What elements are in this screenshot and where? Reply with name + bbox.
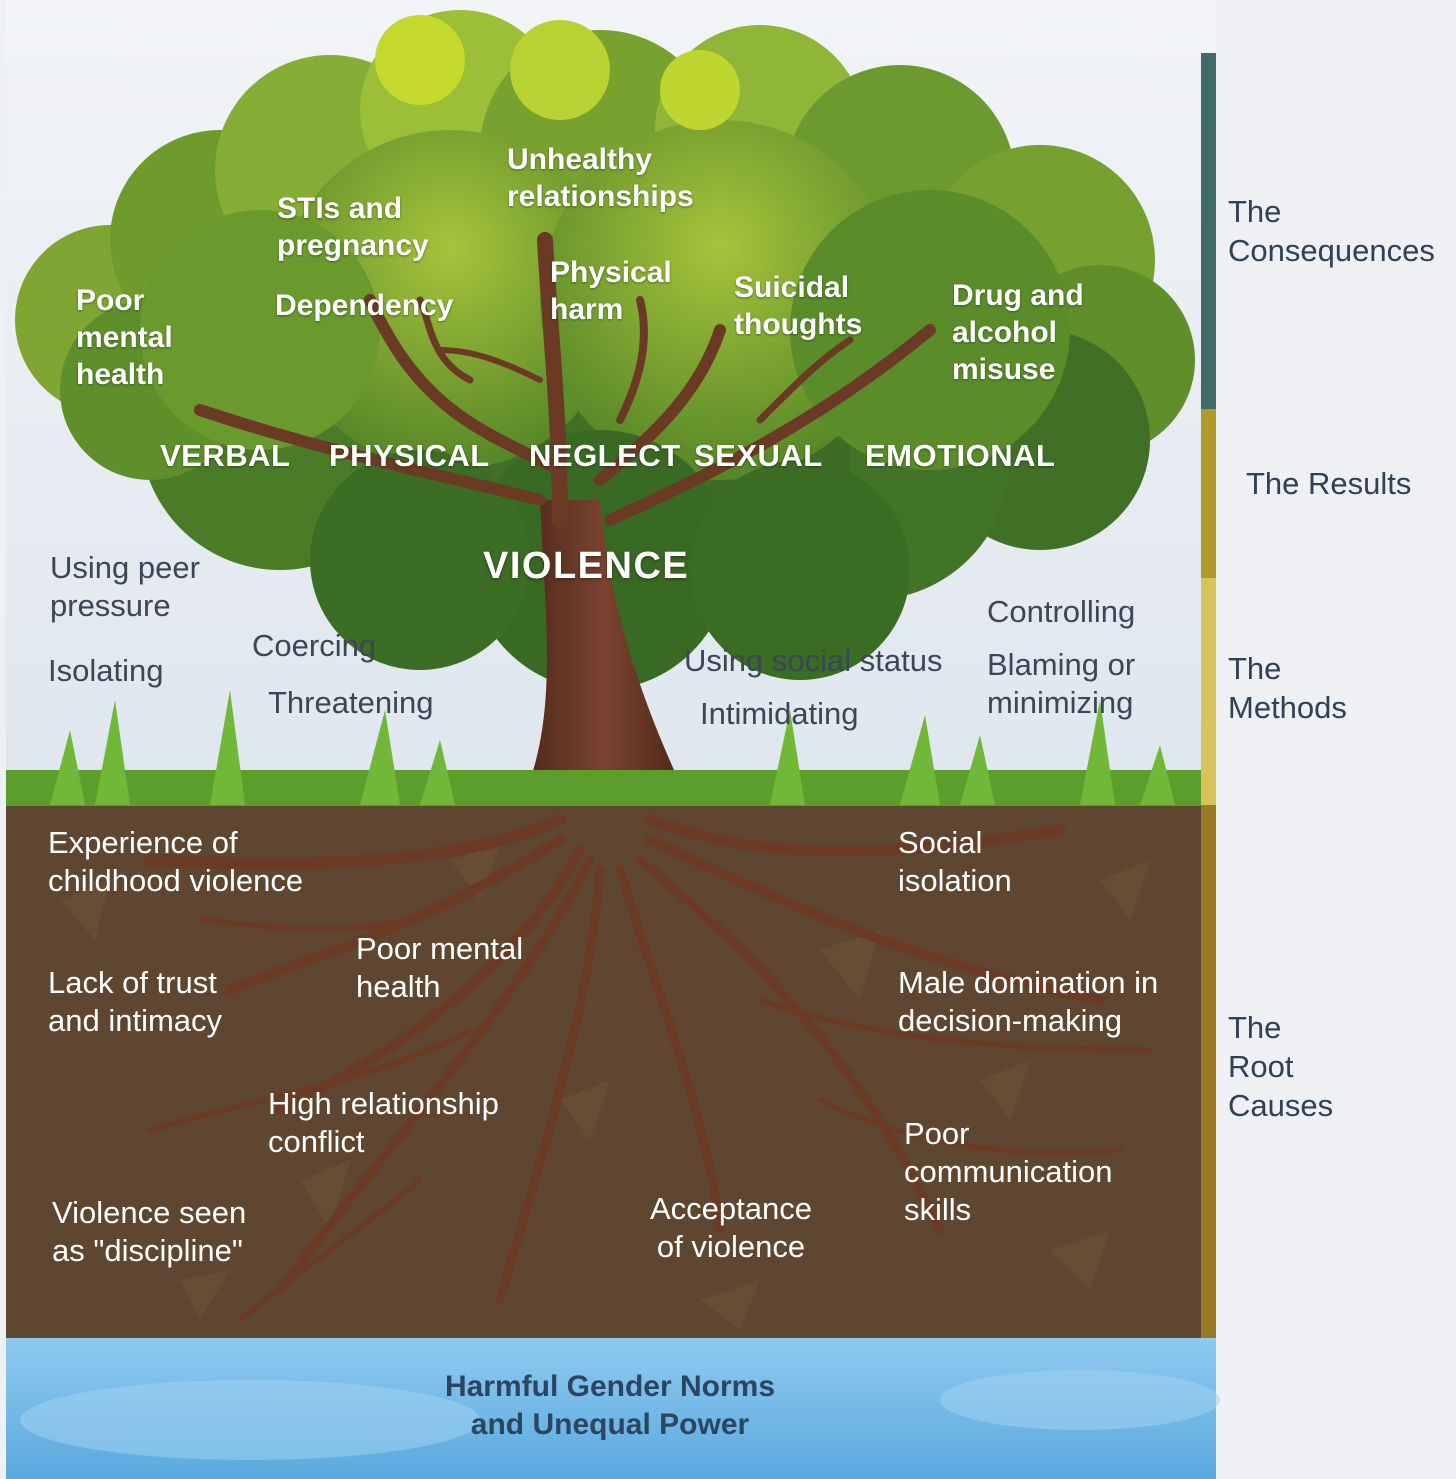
result-verbal: VERBAL bbox=[160, 438, 291, 473]
root-relationship-conflict: High relationship conflict bbox=[268, 1086, 499, 1159]
consequence-dependency: Dependency bbox=[275, 289, 454, 322]
consequence-physical-harm: Physical harm bbox=[550, 256, 672, 326]
result-sexual: SEXUAL bbox=[694, 438, 823, 473]
results-bar bbox=[1201, 409, 1216, 578]
result-emotional: EMOTIONAL bbox=[865, 438, 1056, 473]
method-peer-pressure: Using peer pressure bbox=[50, 550, 200, 623]
root-male-domination: Male domination in decision-making bbox=[898, 965, 1159, 1038]
side-label-results: The Results bbox=[1246, 466, 1412, 501]
method-threatening: Threatening bbox=[268, 685, 434, 720]
method-intimidating: Intimidating bbox=[700, 696, 859, 731]
method-blaming-minimizing: Blaming or minimizing bbox=[987, 647, 1136, 720]
consequence-unhealthy-relationships: Unhealthy relationships bbox=[507, 143, 694, 213]
consequence-stis-pregnancy: STIs and pregnancy bbox=[277, 192, 429, 262]
method-coercing: Coercing bbox=[252, 628, 377, 663]
violence-label: VIOLENCE bbox=[483, 545, 690, 587]
root-childhood-violence: Experience of childhood violence bbox=[48, 825, 304, 898]
root-violence-discipline: Violence seen as "discipline" bbox=[52, 1195, 247, 1268]
root-acceptance-of-violence: Acceptance of violence bbox=[650, 1191, 812, 1264]
trunk bbox=[520, 500, 690, 805]
side-label-consequences: The Consequences bbox=[1228, 194, 1435, 268]
method-social-status: Using social status bbox=[684, 643, 943, 678]
side-label-root-causes: The Root Causes bbox=[1228, 1010, 1334, 1123]
consequence-poor-mental-health: Poor mental health bbox=[76, 284, 173, 391]
root-social-isolation: Social isolation bbox=[898, 825, 1012, 898]
method-isolating: Isolating bbox=[48, 653, 164, 688]
side-label-methods: The Methods bbox=[1228, 651, 1347, 725]
methods-bar bbox=[1201, 578, 1216, 805]
root-causes-bar bbox=[1201, 805, 1216, 1338]
consequences-bar bbox=[1201, 53, 1216, 409]
grass bbox=[6, 770, 1202, 806]
root-lack-of-trust: Lack of trust and intimacy bbox=[48, 965, 223, 1038]
result-neglect: NEGLECT bbox=[529, 438, 681, 473]
harmful-gender-norms: Harmful Gender Norms and Unequal Power bbox=[444, 1370, 776, 1441]
result-physical: PHYSICAL bbox=[329, 438, 490, 473]
root-poor-mental-health: Poor mental health bbox=[356, 931, 524, 1004]
method-controlling: Controlling bbox=[987, 594, 1136, 629]
root-poor-communication: Poor communication skills bbox=[904, 1116, 1113, 1227]
consequence-suicidal-thoughts: Suicidal thoughts bbox=[734, 271, 863, 341]
consequence-drug-alcohol-misuse: Drug and alcohol misuse bbox=[952, 279, 1084, 386]
